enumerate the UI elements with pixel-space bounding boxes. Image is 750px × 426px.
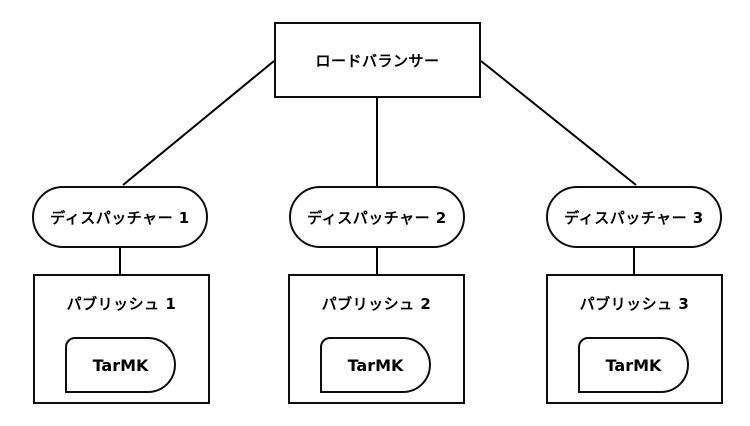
- node-tarmk-1: TarMK: [65, 337, 176, 393]
- dispatcher-1-label: ディスパッチャー 1: [50, 208, 190, 227]
- node-publish-1: パブリッシュ 1 TarMK: [33, 274, 210, 404]
- node-tarmk-2: TarMK: [320, 337, 431, 393]
- node-tarmk-3: TarMK: [578, 337, 689, 393]
- node-load-balancer: ロードバランサー: [274, 22, 481, 98]
- node-dispatcher-1: ディスパッチャー 1: [32, 186, 208, 248]
- edge-loadbalancer-dispatcher-1: [122, 60, 275, 186]
- tarmk-2-label: TarMK: [347, 355, 404, 375]
- publish-2-label: パブリッシュ 2: [321, 295, 432, 313]
- dispatcher-3-label: ディスパッチャー 3: [564, 208, 704, 227]
- load-balancer-label: ロードバランサー: [315, 51, 440, 70]
- tarmk-1-label: TarMK: [92, 355, 149, 375]
- node-publish-2: パブリッシュ 2 TarMK: [288, 274, 465, 404]
- node-dispatcher-2: ディスパッチャー 2: [289, 186, 465, 248]
- node-publish-3: パブリッシュ 3 TarMK: [546, 274, 723, 404]
- edge-loadbalancer-dispatcher-3: [480, 60, 637, 186]
- publish-1-label: パブリッシュ 1: [66, 295, 177, 313]
- publish-3-label: パブリッシュ 3: [579, 295, 690, 313]
- node-dispatcher-3: ディスパッチャー 3: [546, 186, 722, 248]
- dispatcher-2-label: ディスパッチャー 2: [307, 208, 447, 227]
- tarmk-3-label: TarMK: [605, 355, 662, 375]
